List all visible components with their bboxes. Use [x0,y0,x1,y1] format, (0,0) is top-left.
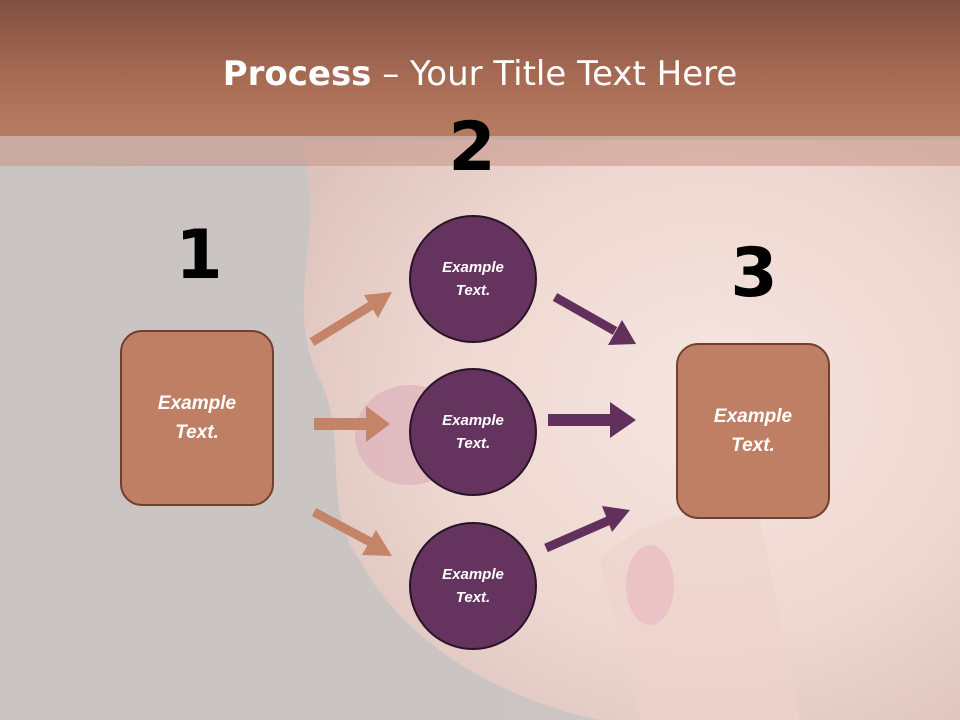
arrow-2a-to-3 [552,293,636,345]
arrow-2b-to-3 [548,402,636,438]
step-2-circle-1: Example Text. [409,215,537,343]
title-band [0,136,960,166]
step-2-number: 2 [448,108,496,187]
step-3-number: 3 [730,234,778,313]
slide-title: Process – Your Title Text Here [0,52,960,96]
title-bold: Process [222,54,372,94]
arrow-2c-to-3 [544,506,630,553]
arrow-1-to-2b [314,406,390,442]
step-3-box: Example Text. [676,343,830,519]
step-1-box: Example Text. [120,330,274,506]
step-2-circle-3: Example Text. [409,522,537,650]
title-rest: – Your Title Text Here [371,54,738,94]
arrow-1-to-2a [309,292,392,346]
step-2-circle-2: Example Text. [409,368,537,496]
title-bar [0,0,960,136]
arrow-1-to-2c [311,508,392,556]
step-1-number: 1 [175,216,223,295]
